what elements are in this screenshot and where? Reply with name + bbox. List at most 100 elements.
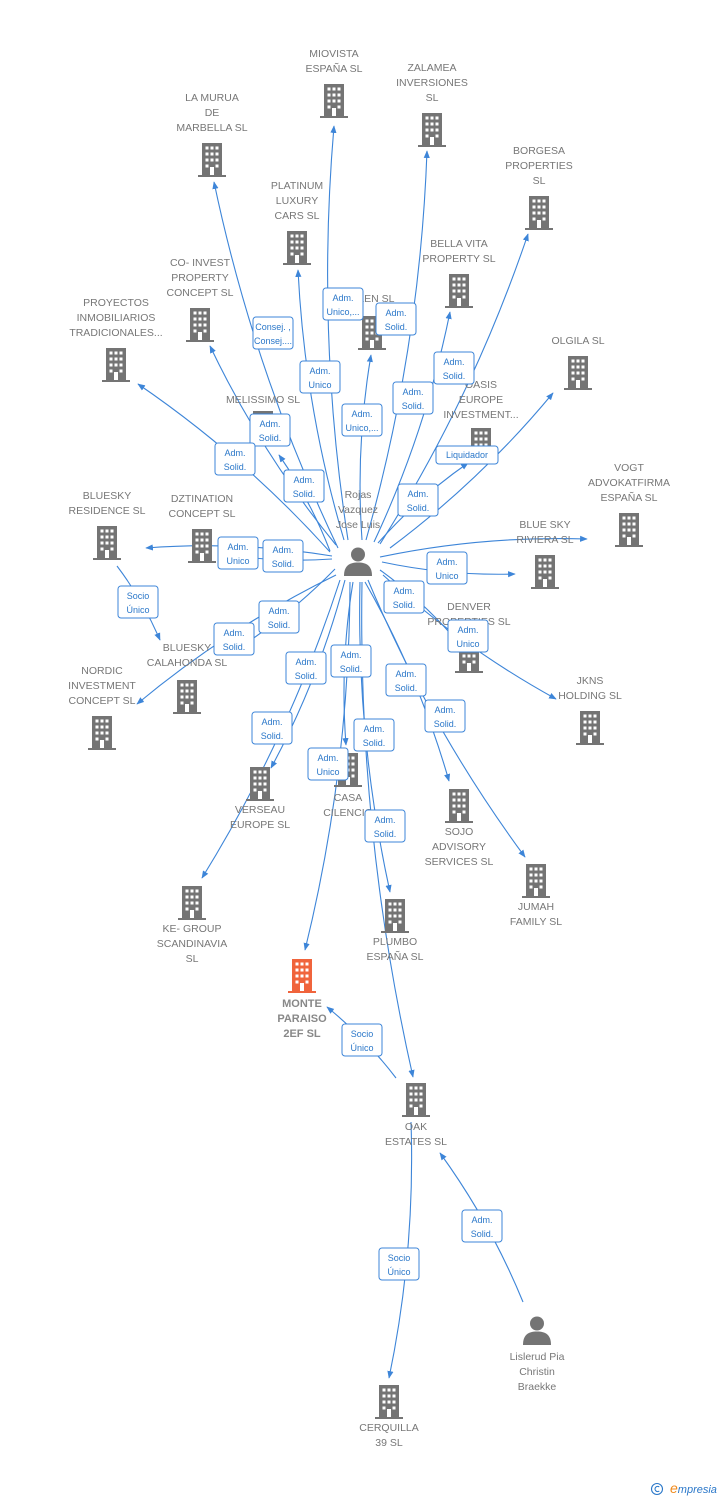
building-icon	[93, 526, 121, 560]
edge-label-rojas-to-sojo[interactable]: Adm.Solid.	[385, 663, 427, 697]
building-icon	[246, 767, 274, 801]
edge-label-text: Liquidador	[446, 450, 488, 460]
node-melissimo[interactable]: MELISSIMO SL	[226, 394, 300, 445]
edge-label-line: Adm.	[332, 293, 353, 303]
brand-logo: empresia	[670, 1480, 717, 1496]
edge-label-rojas-to-vogt[interactable]: Adm.Solid.	[397, 483, 439, 517]
edge-label-rojas-to-zalamea[interactable]: Adm.Solid.	[375, 302, 417, 336]
edge-label-box	[249, 413, 291, 447]
edge-label-rojas-to-borgesa[interactable]: Adm.Solid.	[433, 351, 475, 385]
edge-label-rojas-to-olgila[interactable]: Liquidador	[435, 445, 499, 465]
edge-rojas-to-len	[359, 354, 373, 541]
edge-label-rojas-to-blueskyres[interactable]: Adm.Unico	[217, 536, 259, 570]
edge-label-box	[341, 403, 383, 437]
building-icon	[320, 84, 348, 118]
edge-label-text: Adm.Solid.	[272, 545, 295, 569]
edge-label-rojas-to-denver[interactable]: Adm.Solid.	[383, 580, 425, 614]
building-icon	[88, 716, 116, 750]
edge-label-rojas-to-jumah[interactable]: Adm.Solid.	[424, 699, 466, 733]
edge-label-text: Adm.Solid.	[393, 586, 416, 610]
node-label-line: PROPERTY SL	[422, 253, 495, 265]
edge-label-rojas-to-len[interactable]: Adm.Unico,...	[341, 403, 383, 437]
node-label-line: MELISSIMO SL	[226, 394, 300, 406]
edge-label-rojas-to-blueskycal[interactable]: Adm.Solid.	[258, 600, 300, 634]
edge-label-line: Adm.	[223, 628, 244, 638]
edge-label-rojas-to-dztination[interactable]: Adm.Solid.	[262, 539, 304, 573]
edge-label-box	[285, 651, 327, 685]
edge-label-rojas-to-nordic[interactable]: Adm.Solid.	[213, 622, 255, 656]
edge-label-rojas-to-lamurua[interactable]: Consej. ,Consej....	[252, 316, 294, 350]
edge-label-rojas-to-monteparaiso[interactable]: Adm.Unico	[307, 747, 349, 781]
edge-label-box	[214, 442, 256, 476]
edge-label-rojas-to-casa[interactable]: Adm.Solid.	[330, 644, 372, 678]
edge-label-line: Adm.	[434, 705, 455, 715]
edge-label-rojas-to-bellavista[interactable]: Adm.Solid.	[392, 381, 434, 415]
edge-label-rojas-to-melissimo[interactable]: Adm.Solid.	[283, 469, 325, 503]
edge-label-line: Consej....	[254, 336, 292, 346]
node-olgila[interactable]: OLGILA SL	[551, 335, 605, 390]
edge-label-box	[299, 360, 341, 394]
node-label-line: CONCEPT SL	[169, 508, 236, 520]
edge-label-rojas-to-plumbo[interactable]: Adm.Solid.	[353, 718, 395, 752]
edge-label-rojas-to-platinum[interactable]: Adm.Unico	[299, 360, 341, 394]
node-label-line: PARAISO	[277, 1013, 327, 1025]
edge-label-rojas-to-jkns[interactable]: Adm.Unico	[447, 619, 489, 653]
edge-label-text: Adm.Solid.	[443, 357, 466, 381]
edge-label-rojas-to-verseau[interactable]: Adm.Solid.	[285, 651, 327, 685]
edge-label-line: Adm.	[317, 753, 338, 763]
edge-label-box	[252, 316, 294, 350]
edge-label-rojas-to-kegroup[interactable]: Adm.Solid.	[251, 711, 293, 745]
edge-label-rojas-to-miovista[interactable]: Adm.Unico,...	[322, 287, 364, 321]
edge-label-text: Adm.Solid.	[363, 724, 386, 748]
edge-label-text: Adm.Solid.	[268, 606, 291, 630]
edge-label-rojas-to-blueskyriv[interactable]: Adm.Unico	[426, 551, 468, 585]
edge-label-rojas-to-proyectos[interactable]: Adm.Solid.	[214, 442, 256, 476]
node-label-line: CALAHONDA SL	[147, 657, 228, 669]
edge-label-rojas-to-oak[interactable]: Adm.Solid.	[364, 809, 406, 843]
edge-label-lislerud-to-oak[interactable]: Adm.Solid.	[461, 1209, 503, 1243]
node-label-line: INVERSIONES	[396, 77, 468, 89]
building-icon	[186, 308, 214, 342]
node-label-line: CARS SL	[275, 210, 320, 222]
edge-label-line: Unico	[308, 380, 331, 390]
edge-label-rojas-to-coinvest[interactable]: Adm.Solid.	[249, 413, 291, 447]
edge-label-line: Solid.	[374, 829, 397, 839]
